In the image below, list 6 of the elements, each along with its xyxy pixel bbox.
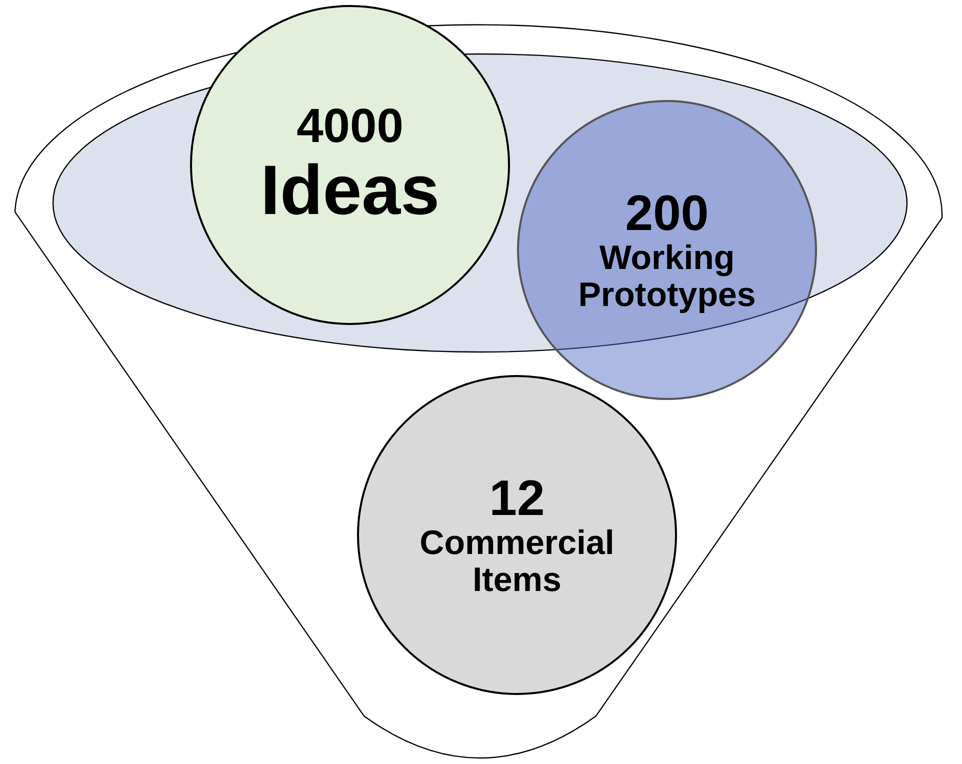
stage-label: Working Prototypes (577, 240, 757, 314)
count-number: 200 (625, 186, 709, 240)
stage-label: Ideas (260, 153, 440, 229)
count-number: 12 (489, 471, 545, 526)
stage-label: Commercial Items (418, 525, 616, 599)
count-number: 4000 (296, 101, 404, 154)
